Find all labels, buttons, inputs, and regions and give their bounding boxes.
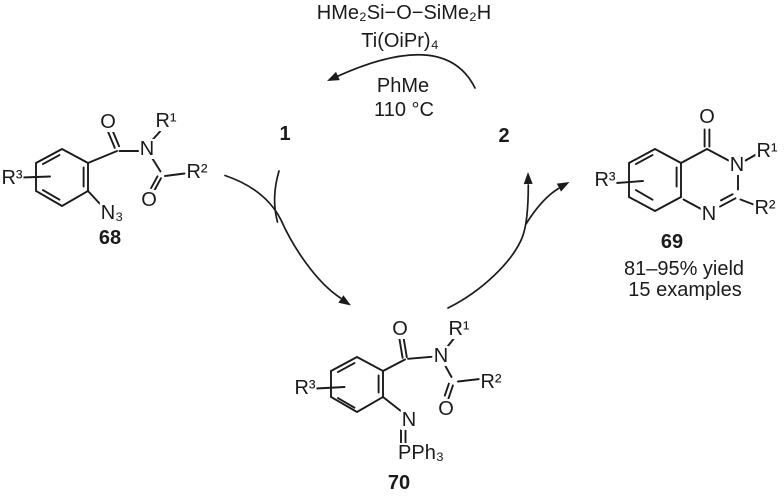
n-imide-68: N — [138, 138, 156, 160]
temperature-label: 110 °C — [374, 99, 434, 121]
solvent-label: PhMe — [376, 75, 430, 97]
o-acyl-70: O — [437, 398, 455, 420]
phosphorane-group-70: PPh₃ — [397, 442, 445, 464]
arrowhead-left — [327, 71, 340, 81]
arrowhead-to-69 — [556, 182, 570, 192]
azide-group-68: N₃ — [99, 202, 125, 224]
cycle-arrows — [224, 170, 570, 309]
examples-label: 15 examples — [628, 279, 742, 301]
species-2-label: 2 — [498, 125, 510, 147]
arrow-to-69 — [525, 187, 560, 225]
n1-label-69: N — [700, 203, 718, 225]
n3-label-69: N — [728, 154, 746, 176]
yield-label: 81–95% yield — [623, 258, 745, 280]
r3-label-68: R³ — [0, 167, 24, 189]
r1-label-69: R¹ — [755, 140, 779, 162]
reagent-silane: HMe₂Si−O−SiMe₂H — [316, 2, 492, 24]
r3-label-70: R³ — [293, 377, 317, 399]
o-carbonyl-69: O — [698, 106, 716, 128]
compound-70-number: 70 — [387, 472, 411, 494]
r3-label-69: R³ — [593, 169, 617, 191]
arrowhead-to-70 — [338, 295, 351, 306]
o-acyl-68: O — [140, 189, 158, 211]
structure-69-bonds — [615, 128, 758, 213]
compound-69-number: 69 — [660, 231, 684, 253]
r2-label-68: R² — [185, 161, 209, 183]
r1-label-70: R¹ — [447, 318, 471, 340]
r3-bond-68 — [21, 175, 51, 179]
line-1-joins — [273, 170, 280, 223]
o-carbonyl-68: O — [99, 111, 117, 133]
n-imino-70: N — [400, 409, 418, 431]
arrowhead-to-2 — [523, 172, 533, 185]
benzene-ring-70 — [330, 355, 384, 414]
arrow-70-to-2 — [447, 184, 530, 309]
r3-bond-70 — [315, 386, 346, 390]
catalyst-titanium: Ti(OiPr)₄ — [361, 30, 439, 52]
compound-68-number: 68 — [98, 227, 122, 249]
r1-label-68: R¹ — [154, 110, 178, 132]
species-1-label: 1 — [279, 123, 291, 145]
condition-arrow — [327, 53, 476, 89]
r2-label-70: R² — [479, 371, 503, 393]
structure-68-bonds — [21, 129, 186, 208]
r3-bond-69 — [615, 180, 644, 184]
o-carbonyl-70: O — [391, 318, 409, 340]
n-imide-70: N — [432, 345, 450, 367]
arrow-68-to-70 — [224, 174, 342, 299]
r2-label-69: R² — [753, 197, 777, 219]
structure-70-bonds — [315, 337, 481, 445]
benzene-ring-69 — [628, 147, 682, 213]
